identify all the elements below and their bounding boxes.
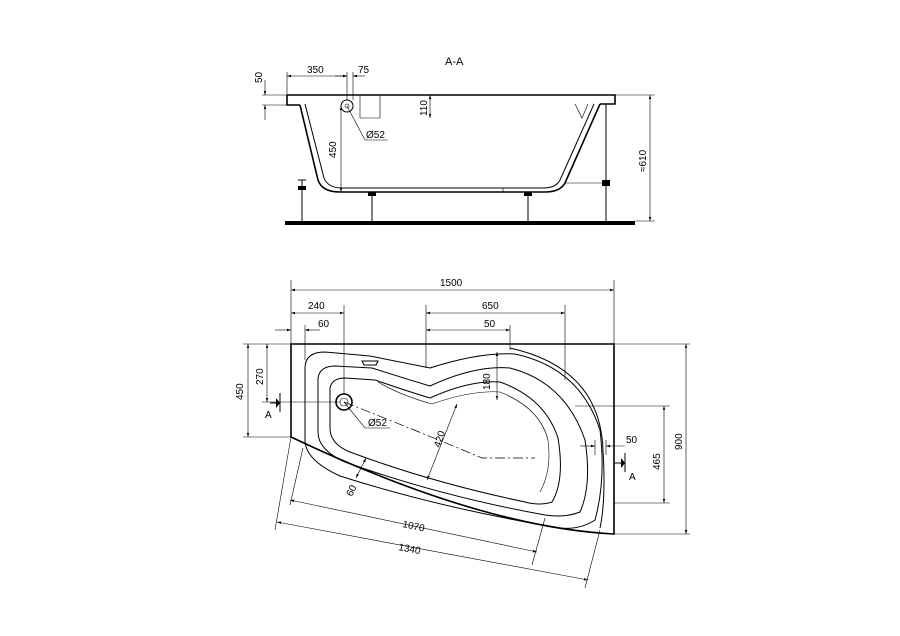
dim-plan-diag-rim: 60 (345, 483, 360, 498)
tub-outer-profile (299, 103, 601, 193)
dim-plan-curve-depth: 180 (482, 373, 493, 390)
svg-text:A: A (629, 472, 636, 483)
dim-plan-diag-inner: 1070 (401, 519, 425, 534)
dim-plan-mid-width: 650 (482, 301, 499, 312)
dim-plan-drain-y: 270 (255, 368, 266, 385)
floor-line (285, 221, 635, 225)
dim-drain-x: 350 (307, 65, 324, 76)
dim-rim: 50 (254, 71, 265, 83)
dim-plan-rim-x: 60 (318, 319, 330, 330)
section-mark-right: A (615, 453, 636, 483)
dim-depth: 450 (328, 141, 339, 158)
plan-basin-outer (304, 351, 603, 529)
dim-plan-drain-x: 240 (308, 301, 325, 312)
overflow-slot-icon (361, 360, 379, 366)
plan-centerline (343, 401, 535, 459)
dim-plan-length: 1500 (440, 278, 463, 289)
plan-basin-inner (317, 365, 589, 517)
plan-view: A A 1500 240 60 650 50 180 (235, 278, 690, 589)
dim-plan-diag-outer: 1340 (397, 542, 421, 557)
plan-step (377, 381, 550, 493)
dim-plan-inner-width: 420 (432, 429, 448, 449)
dim-plan-right-height: 465 (652, 453, 663, 470)
tub-rim (287, 94, 616, 105)
dim-inner-top: 110 (419, 100, 430, 116)
dim-height: ≈610 (638, 149, 649, 172)
plan-rim-curve (509, 347, 605, 529)
dim-drain-dia: Ø52 (366, 130, 385, 141)
dim-plan-total-width: 900 (674, 433, 685, 450)
dim-plan-mid-offset: 50 (484, 319, 496, 330)
dim-plan-drain-dia: Ø52 (368, 418, 387, 429)
plan-basin-floor (329, 377, 561, 505)
dim-plan-right-offset: 50 (626, 435, 638, 446)
section-mark-left: A (265, 393, 281, 421)
section-view: A-A (254, 56, 655, 225)
dim-plan-left-height: 450 (235, 383, 246, 400)
dim-drain-offset: 75 (358, 65, 370, 76)
svg-text:A: A (265, 410, 272, 421)
section-title: A-A (445, 56, 464, 68)
tub-inner-profile (304, 103, 595, 189)
tub-feet (298, 104, 610, 221)
